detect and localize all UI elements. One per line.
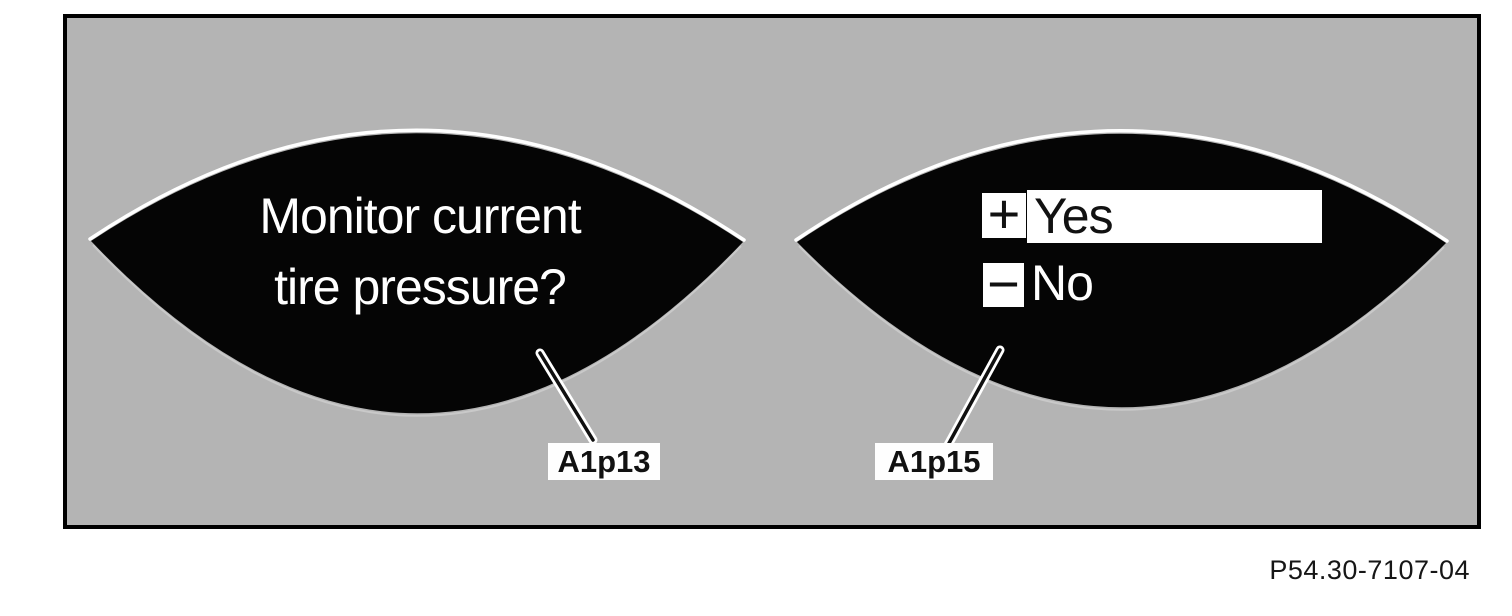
figure-number: P54.30-7107-04 — [1269, 555, 1470, 585]
message-line-1: Monitor current — [259, 188, 581, 244]
message-line-2: tire pressure? — [274, 259, 567, 315]
minus-glyph: − — [987, 251, 1020, 315]
minus-key-icon: − — [983, 252, 1024, 315]
plus-key-icon: + — [982, 182, 1026, 245]
option-no-label: No — [1031, 255, 1094, 311]
component-label-a1p15: A1p15 — [875, 443, 993, 480]
option-yes-label: Yes — [1034, 188, 1114, 244]
component-label-a1p13: A1p13 — [548, 443, 660, 480]
left-display-message: Monitor current tire pressure? — [140, 181, 700, 323]
option-yes-selected: Yes — [1027, 190, 1322, 243]
plus-glyph: + — [987, 182, 1021, 245]
option-no: No — [1031, 258, 1321, 308]
